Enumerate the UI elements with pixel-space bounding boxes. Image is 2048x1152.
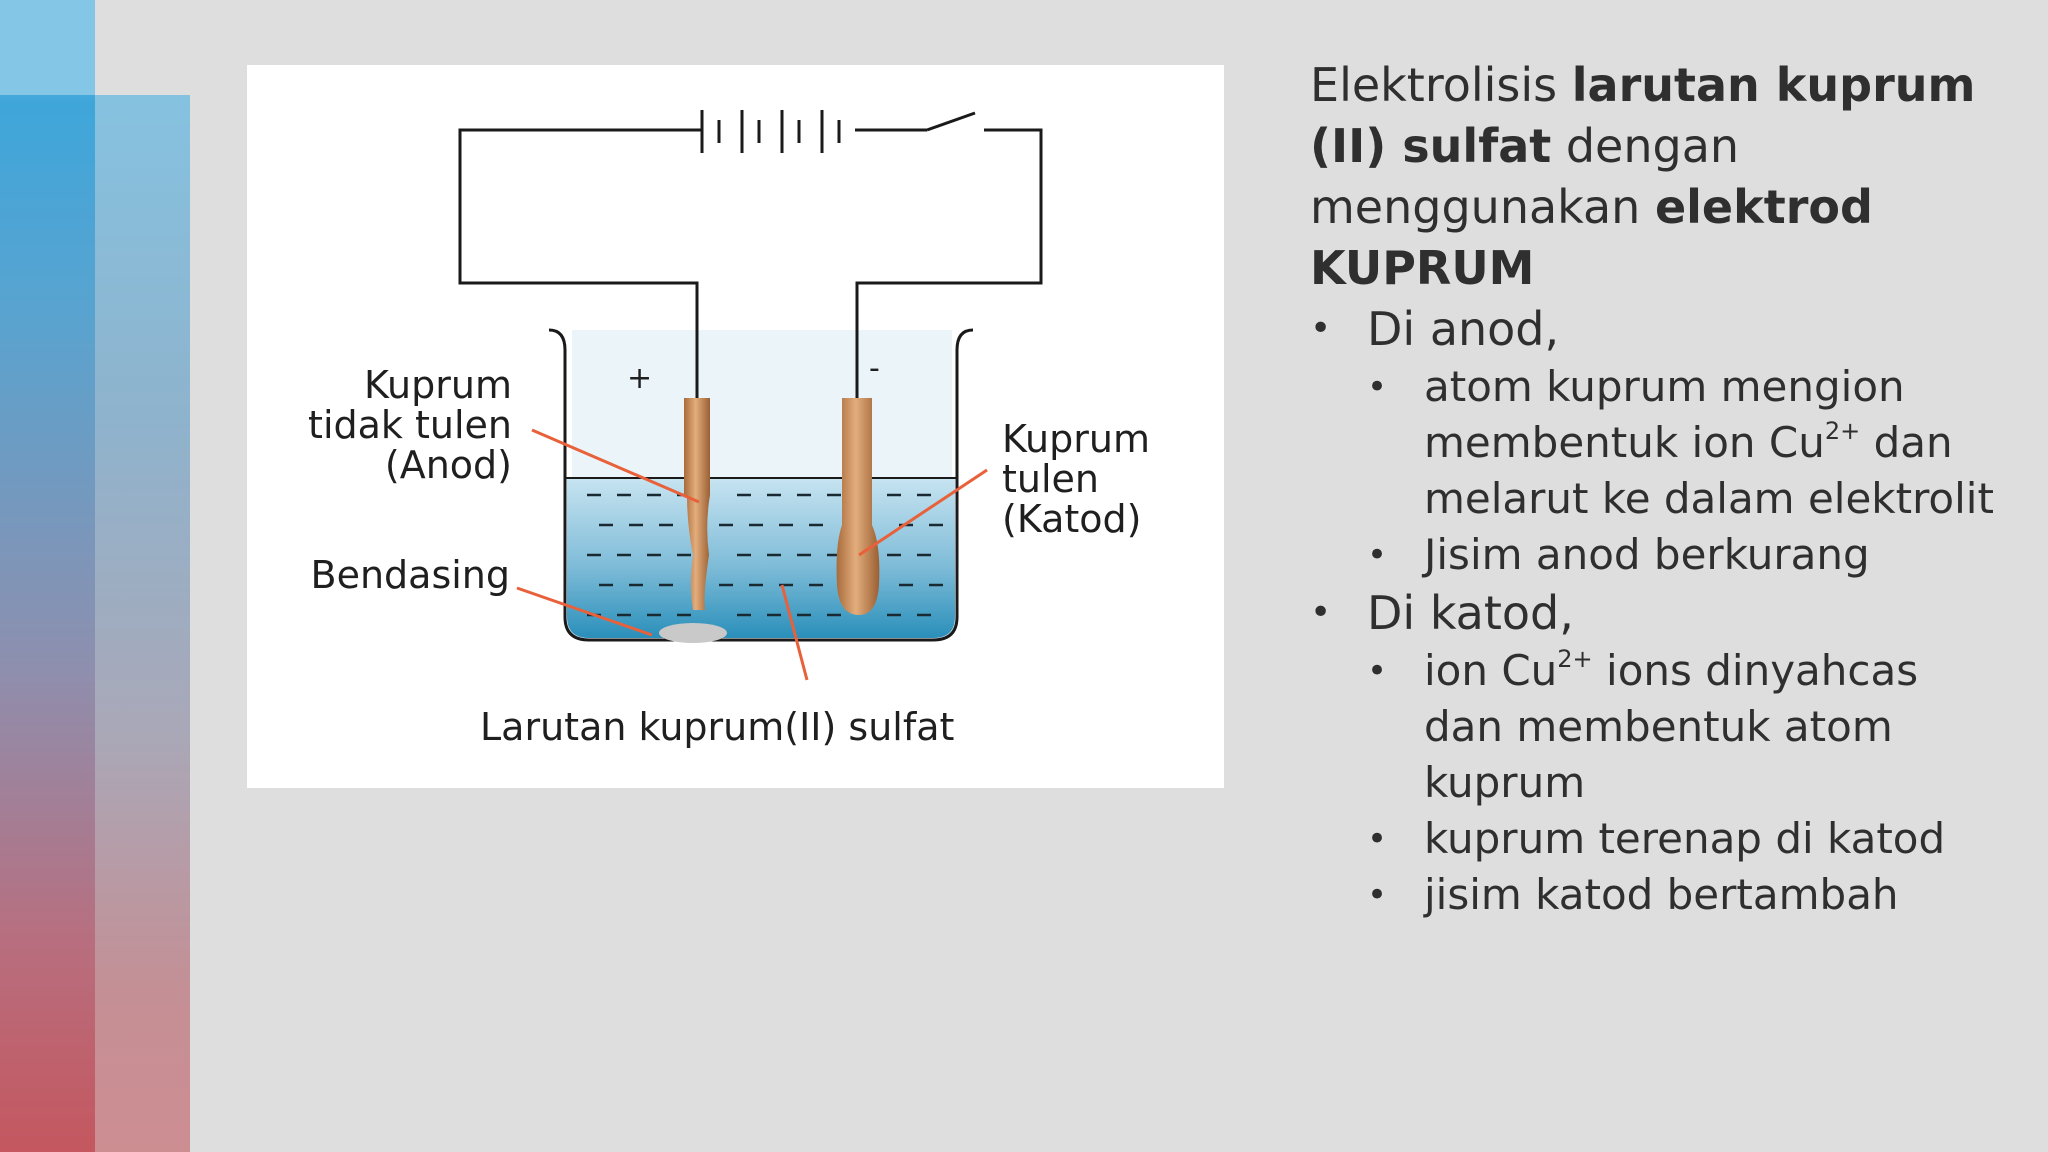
anode-point-1: •atom kuprum mengion membentuk ion Cu2+ … bbox=[1367, 359, 2010, 527]
impurity-label: Bendasing bbox=[311, 553, 511, 597]
charge-superscript: 2+ bbox=[1557, 645, 1593, 673]
cathode-label-line2: tulen bbox=[1002, 457, 1099, 501]
title-text-1: Elektrolisis bbox=[1310, 58, 1572, 112]
explanation-panel: Elektrolisis larutan kuprum (II) sulfat … bbox=[1310, 55, 2010, 923]
cathode-item: • Di katod, • ion Cu2+ ions dinyahcas dan… bbox=[1310, 583, 2010, 923]
anode-point-1-text: atom kuprum mengion membentuk ion Cu bbox=[1424, 362, 1905, 467]
anode-point-2-text: Jisim anod berkurang bbox=[1424, 530, 1870, 579]
anode-sublist: •atom kuprum mengion membentuk ion Cu2+ … bbox=[1367, 359, 2010, 583]
anode-label-line2: tidak tulen bbox=[308, 403, 512, 447]
plus-sign: + bbox=[627, 361, 652, 396]
electrolysis-diagram-svg: + - Kuprum tidak tulen (Anod) Kuprum tul… bbox=[308, 110, 1150, 749]
cathode-point-2: • kuprum terenap di katod bbox=[1367, 811, 2010, 867]
bullet-icon: • bbox=[1310, 592, 1332, 633]
bullet-icon: • bbox=[1310, 308, 1332, 349]
cathode-point-2-text: kuprum terenap di katod bbox=[1424, 814, 1946, 863]
charge-superscript: 2+ bbox=[1824, 417, 1861, 445]
anode-point-1-text-end: dan melarut ke dalam elektrolit bbox=[1424, 418, 1994, 523]
cathode-label-line1: Kuprum bbox=[1002, 417, 1150, 461]
bullet-icon: • bbox=[1367, 367, 1388, 407]
title-bold-1: larutan kuprum (II) sulfat bbox=[1310, 58, 1976, 173]
title-bold-2: elektrod KUPRUM bbox=[1310, 180, 1873, 295]
cathode-point-1: • ion Cu2+ ions dinyahcas dan membentuk a… bbox=[1367, 643, 2010, 811]
decorative-band-inner bbox=[95, 95, 190, 1152]
battery-icon bbox=[700, 110, 841, 153]
slide-title: Elektrolisis larutan kuprum (II) sulfat … bbox=[1310, 55, 2010, 299]
anode-point-2: • Jisim anod berkurang bbox=[1367, 527, 2010, 583]
anode-heading: Di anod, bbox=[1367, 302, 1560, 356]
electrolysis-diagram: + - Kuprum tidak tulen (Anod) Kuprum tul… bbox=[247, 65, 1224, 788]
cathode-sublist: • ion Cu2+ ions dinyahcas dan membentuk a… bbox=[1367, 643, 2010, 923]
anode-label-line3: (Anod) bbox=[385, 443, 512, 487]
bullet-icon: • bbox=[1367, 875, 1388, 915]
minus-sign: - bbox=[869, 351, 880, 386]
bullet-icon: • bbox=[1367, 535, 1388, 575]
title-text-2: dengan menggunakan bbox=[1310, 119, 1740, 234]
beaker bbox=[548, 328, 974, 642]
cathode-point-3: • jisim katod bertambah bbox=[1367, 867, 2010, 923]
bullet-icon: • bbox=[1367, 819, 1388, 859]
cathode-point-3-text: jisim katod bertambah bbox=[1424, 870, 1899, 919]
anode-item: • Di anod, • atom kuprum mengion membentu… bbox=[1310, 299, 2010, 583]
bullet-icon: • bbox=[1367, 651, 1388, 691]
switch-icon bbox=[926, 111, 976, 132]
cathode-label-line3: (Katod) bbox=[1002, 497, 1141, 541]
cathode-point-1-text: ion Cu bbox=[1424, 646, 1558, 695]
cathode-heading: Di katod, bbox=[1367, 586, 1574, 640]
anode-label-line1: Kuprum bbox=[364, 363, 512, 407]
main-list: • Di anod, • atom kuprum mengion membentu… bbox=[1310, 299, 2010, 923]
decorative-band-outer bbox=[0, 0, 95, 1152]
impurity-deposit bbox=[659, 623, 727, 643]
solution-label: Larutan kuprum(II) sulfat bbox=[480, 705, 954, 749]
anode-electrode bbox=[684, 283, 710, 610]
cathode-point-1-text-end: ions dinyahcas dan membentuk atom kuprum bbox=[1424, 646, 1919, 807]
pointer-lines bbox=[516, 428, 988, 681]
cathode-electrode bbox=[836, 283, 880, 615]
decorative-band-top bbox=[0, 0, 95, 95]
